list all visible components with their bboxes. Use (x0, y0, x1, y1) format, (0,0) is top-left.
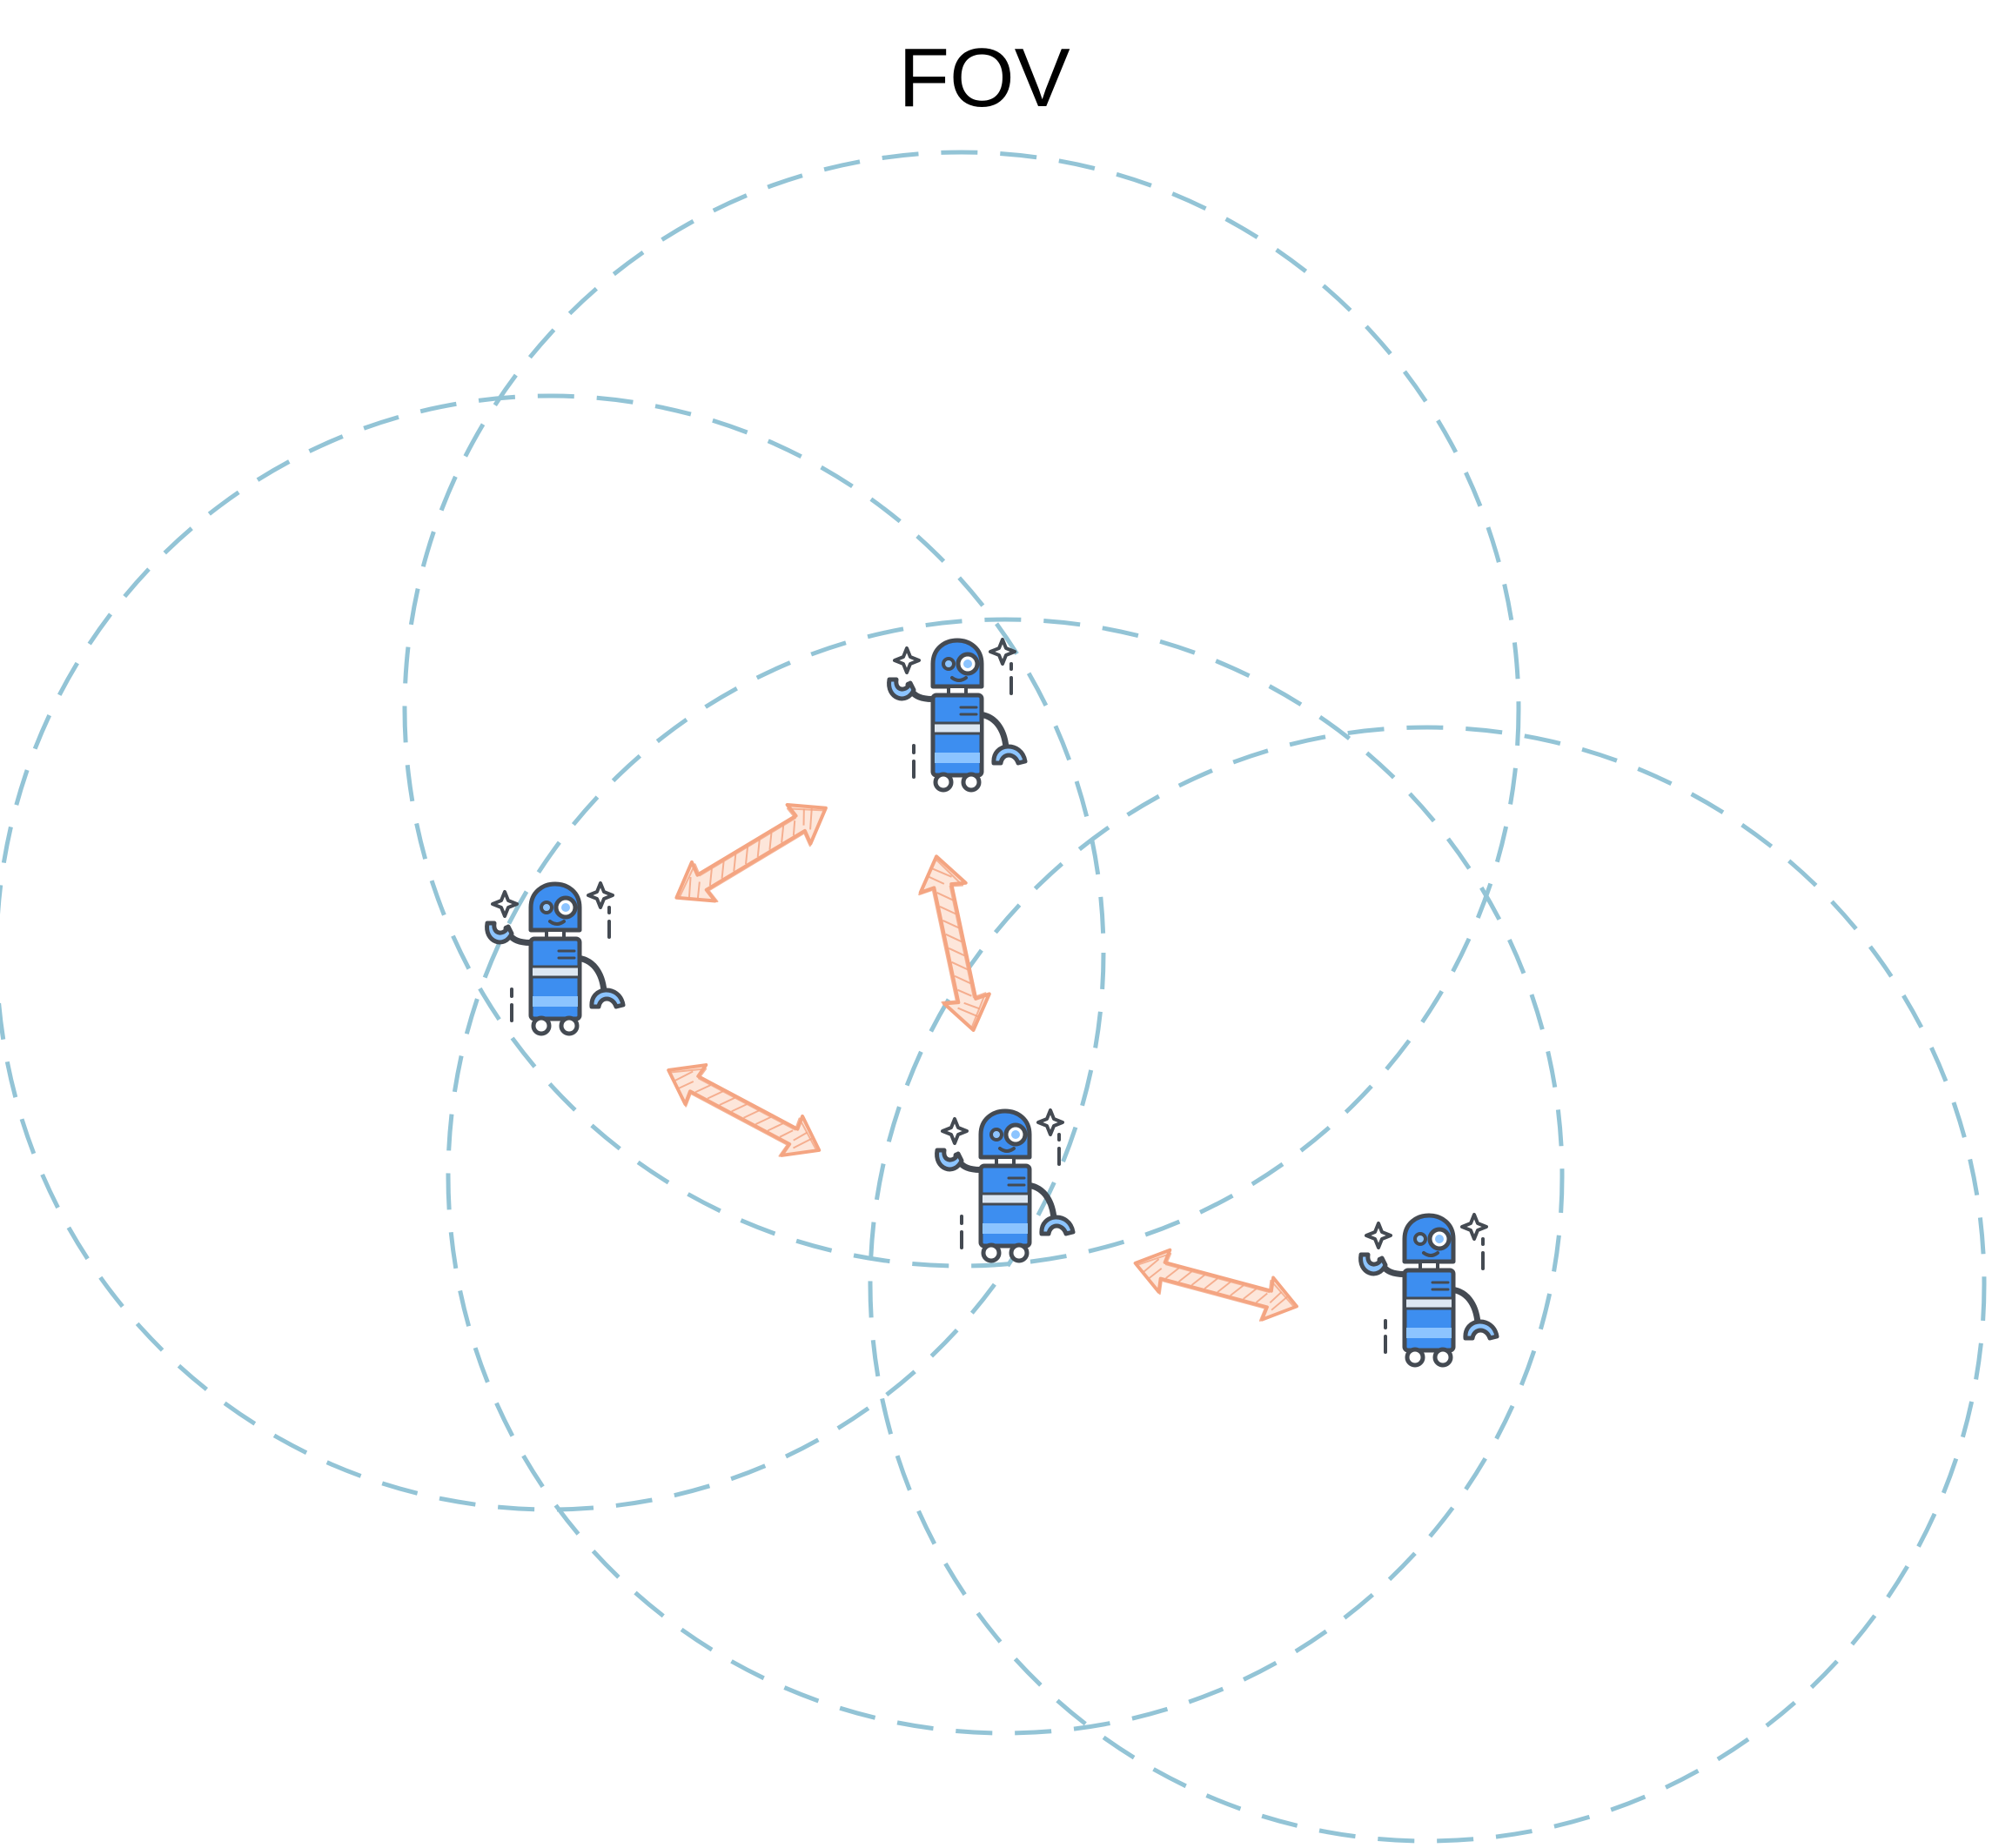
robot-icon (487, 883, 623, 1034)
link-left-top-arrow (663, 787, 841, 921)
fov-circle-robot-right (868, 725, 1987, 1844)
fov-circles (0, 150, 1987, 1844)
link-left-center-arrow (655, 1048, 832, 1174)
robot-icon (1361, 1215, 1497, 1365)
fov-circle-robot-top (402, 150, 1521, 1269)
robot-icon (889, 639, 1025, 790)
diagram-title: FOV (898, 31, 1070, 124)
robots (487, 639, 1497, 1365)
communication-links (655, 787, 1305, 1331)
link-center-right-arrow (1127, 1240, 1305, 1331)
fov-circle-robot-center (446, 617, 1565, 1736)
fov-circle-robot-left (0, 393, 1106, 1512)
link-top-center-arrow (912, 852, 996, 1035)
